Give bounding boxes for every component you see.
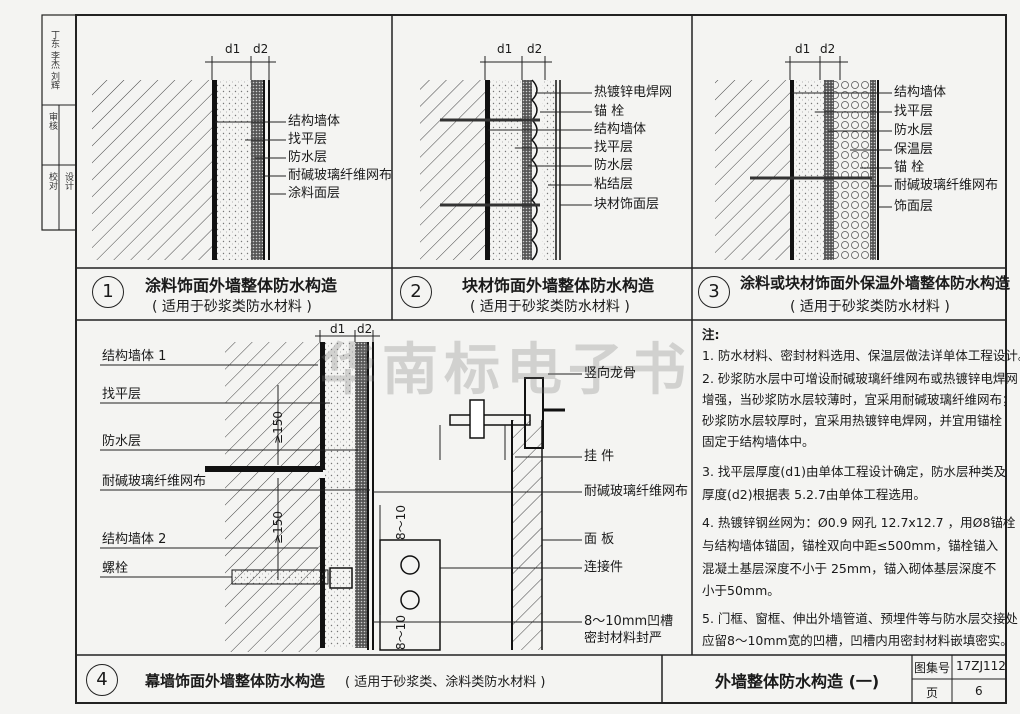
sidebar-review: 审核: [47, 112, 57, 130]
dim-d2-2: d2: [527, 42, 543, 56]
d2-label-leveling: 找平层: [594, 140, 634, 155]
dim-d1-4: d1: [330, 322, 346, 336]
d4-label-connector: 连接件: [584, 560, 624, 575]
d1-label-coating: 涂料面层: [288, 186, 341, 201]
d4-label-wall2: 结构墙体 2: [102, 532, 167, 547]
note-line-11: 小于50mm。: [702, 583, 780, 598]
note-line-3: 增强，当砂浆防水层较薄时，宜采用耐碱玻璃纤维网布；: [702, 392, 1015, 407]
d4-label-hanger: 挂 件: [584, 449, 615, 464]
notes-heading: 注:: [702, 327, 720, 342]
d3-label-wall: 结构墙体: [894, 85, 947, 100]
d4-label-groove: 8～10mm凹槽: [584, 614, 674, 629]
d1-label-wall: 结构墙体: [288, 114, 341, 129]
note-line-10: 混凝土基层深度不小于 25mm，锚入砌体基层深度不: [702, 561, 997, 576]
d2-label-anchor: 锚 栓: [594, 104, 625, 119]
note-line-4: 砂浆防水层较厚时，宜采用热镀锌电焊网，并宜用锚栓: [702, 413, 1003, 428]
d4-label-mullion: 竖向龙骨: [584, 366, 637, 381]
page-label: 页: [926, 686, 939, 700]
d4-label-bolt: 螺栓: [102, 561, 129, 576]
d4-dim-groove-upper: 8～10: [393, 505, 408, 540]
page-value: 6: [975, 684, 983, 698]
d3-label-waterproof: 防水层: [894, 123, 934, 138]
note-line-1: 1. 防水材料、密封材料选用、保温层做法详单体工程设计。: [702, 348, 1020, 363]
note-line-12: 5. 门框、窗框、伸出外墙管道、预埋件等与防水层交接处: [702, 611, 1018, 626]
dim-d1-2: d1: [497, 42, 513, 56]
note-line-2: 2. 砂浆防水层中可增设耐碱玻璃纤维网布或热镀锌电焊网: [702, 371, 1018, 386]
dim-d2-4: d2: [357, 322, 373, 336]
d3-label-mesh: 耐碱玻璃纤维网布: [894, 178, 999, 193]
d1-label-waterproof: 防水层: [288, 150, 328, 165]
atlas-value: 17ZJ112: [956, 659, 1006, 673]
detail-2-number: 2: [400, 276, 432, 308]
dim-d1: d1: [225, 42, 241, 56]
detail-4-title: 幕墙饰面外墙整体防水构造: [145, 672, 326, 690]
d1-label-leveling: 找平层: [288, 132, 328, 147]
d4-label-leveling: 找平层: [102, 387, 142, 402]
d3-label-finish: 饰面层: [894, 199, 934, 214]
dim-d2-3: d2: [820, 42, 836, 56]
sheet-title: 外墙整体防水构造 (一): [715, 672, 880, 691]
atlas-label: 图集号: [914, 661, 951, 675]
d2-label-wall: 结构墙体: [594, 122, 647, 137]
d3-label-anchor: 锚 栓: [894, 160, 925, 175]
d3-label-insulation: 保温层: [894, 142, 934, 157]
note-line-8: 4. 热镀锌钢丝网为：Ø0.9 网孔 12.7x12.7 ，用Ø8锚栓: [702, 515, 1016, 530]
d2-label-wiremesh: 热镀锌电焊网: [594, 85, 673, 100]
d4-label-panel: 面 板: [584, 532, 615, 547]
d4-label-wall1: 结构墙体 1: [102, 349, 167, 364]
detail-3-title: 涂料或块材饰面外保温外墙整体防水构造: [740, 274, 1011, 292]
sidebar-check: 校对: [47, 172, 57, 190]
detail-1-title: 涂料饰面外墙整体防水构造: [145, 276, 338, 295]
detail-3-subtitle: ( 适用于砂浆类防水材料 ): [790, 299, 950, 315]
note-line-9: 与结构墙体锚固，锚栓双向中距≤500mm，锚栓锚入: [702, 538, 999, 553]
detail-4-subtitle: ( 适用于砂浆类、涂料类防水材料 ): [345, 675, 546, 690]
d4-label-mesh-right: 耐碱玻璃纤维网布: [584, 484, 689, 499]
note-line-6: 3. 找平层厚度(d1)由单体工程设计确定，防水层种类及: [702, 464, 1007, 479]
d4-dim-150-upper: ≥150: [270, 411, 285, 444]
d4-dim-groove-lower: 8～10: [393, 615, 408, 650]
d1-label-mesh: 耐碱玻璃纤维网布: [288, 168, 393, 183]
detail-4-number: 4: [86, 664, 118, 696]
sidebar-signatures: 丁东 李杰 刘辉: [49, 30, 59, 90]
d4-label-mesh: 耐碱玻璃纤维网布: [102, 474, 207, 489]
note-line-13: 应留8～10mm宽的凹槽，凹槽内用密封材料嵌填密实。: [702, 633, 1013, 648]
detail-2-subtitle: ( 适用于砂浆类防水材料 ): [470, 299, 630, 315]
d4-label-waterproof: 防水层: [102, 434, 142, 449]
detail-3-number: 3: [698, 276, 730, 308]
d2-label-bond: 粘结层: [594, 177, 634, 192]
d4-label-sealant: 密封材料封严: [584, 631, 663, 646]
note-line-5: 固定于结构墙体中。: [702, 434, 815, 449]
d3-label-leveling: 找平层: [894, 104, 934, 119]
watermark: 华南标电子书: [320, 338, 692, 403]
note-line-7: 厚度(d2)根据表 5.2.7由单体工程选用。: [702, 487, 926, 502]
dim-d1-3: d1: [795, 42, 811, 56]
detail-2-title: 块材饰面外墙整体防水构造: [462, 276, 655, 295]
d4-dim-150-lower: ≥150: [270, 511, 285, 544]
detail-1-number: 1: [92, 276, 124, 308]
d2-label-waterproof: 防水层: [594, 158, 634, 173]
d2-label-tile: 块材饰面层: [594, 197, 660, 212]
dim-d2: d2: [253, 42, 269, 56]
sidebar-design: 设计: [63, 172, 73, 190]
detail-1-subtitle: ( 适用于砂浆类防水材料 ): [152, 299, 312, 315]
